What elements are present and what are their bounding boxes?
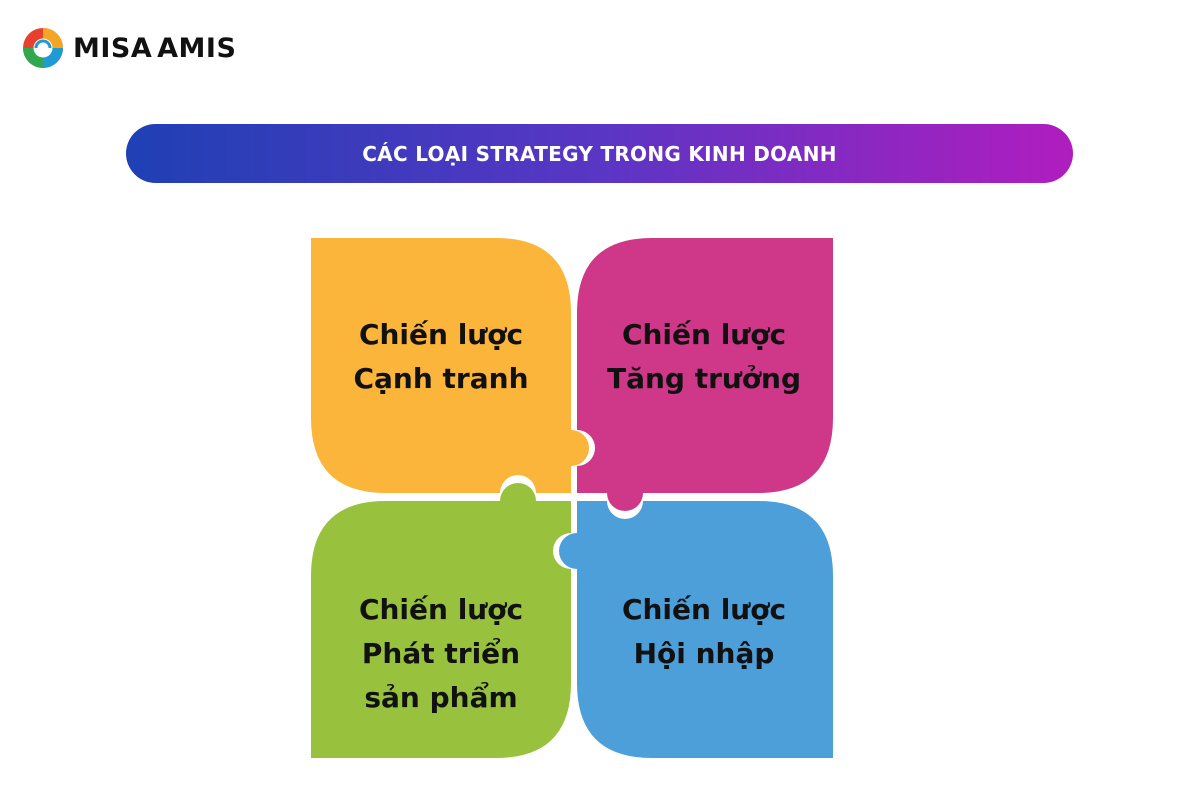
piece-label-line: Chiến lược (621, 318, 787, 351)
misa-amis-logo-icon (23, 28, 63, 68)
piece-label-integration: Chiến lược Hội nhập (584, 588, 824, 676)
piece-label-line: Cạnh tranh (353, 362, 529, 395)
puzzle-piece-growth-shape (577, 238, 833, 511)
piece-label-line: Phát triển (361, 637, 521, 670)
puzzle-piece-product-development-shape (311, 483, 571, 758)
piece-label-line: Hội nhập (633, 637, 775, 670)
puzzle-piece-growth (577, 238, 833, 511)
brand-logo: MISA AMIS (22, 27, 236, 69)
title-banner: CÁC LOẠI STRATEGY TRONG KINH DOANH (126, 124, 1073, 183)
banner-title: CÁC LOẠI STRATEGY TRONG KINH DOANH (362, 141, 837, 166)
piece-label-line: Chiến lược (621, 593, 787, 626)
piece-label-product-development: Chiến lược Phát triển sản phẩm (321, 588, 561, 720)
piece-label-line: Chiến lược (358, 318, 524, 351)
puzzle-piece-competition (311, 238, 589, 493)
puzzle-piece-competition-shape (311, 238, 589, 493)
piece-label-competition: Chiến lược Cạnh tranh (321, 313, 561, 401)
piece-label-growth: Chiến lược Tăng trưởng (584, 313, 824, 401)
puzzle-piece-integration-shape (559, 501, 833, 758)
puzzle-piece-product-development (311, 483, 571, 758)
brand-name: MISA AMIS (73, 32, 237, 64)
puzzle-piece-integration (559, 501, 833, 758)
piece-label-line: sản phẩm (364, 681, 518, 714)
piece-label-line: Chiến lược (358, 593, 524, 626)
piece-label-line: Tăng trưởng (606, 362, 802, 395)
